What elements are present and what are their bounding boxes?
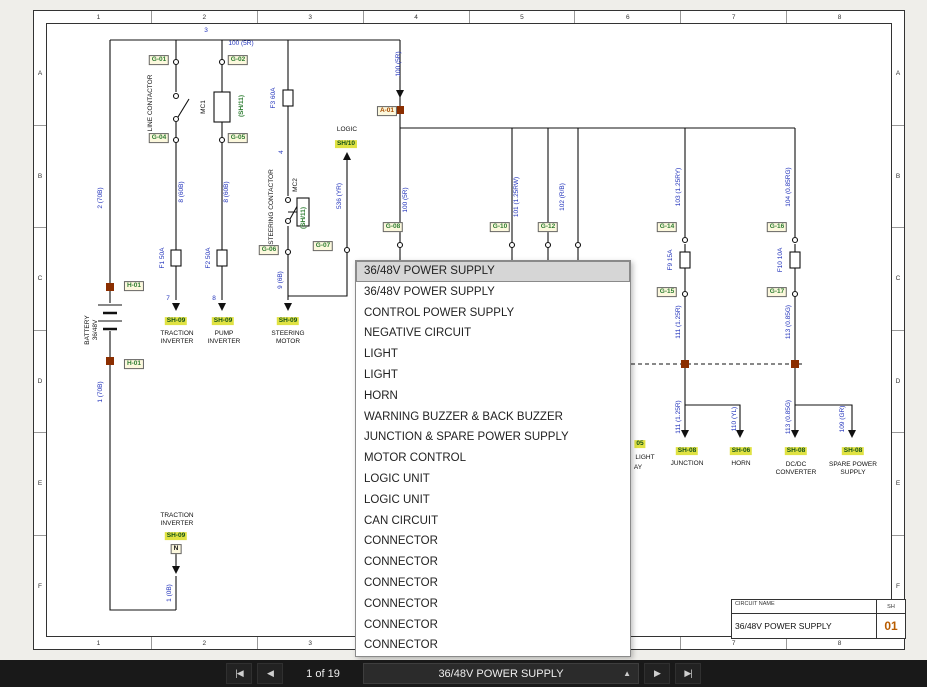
previous-page-button[interactable]: ◀: [257, 663, 283, 684]
grid-ref: 8: [787, 11, 892, 23]
dropdown-item[interactable]: HORN: [356, 386, 630, 407]
grid-ref: 1: [46, 11, 152, 23]
grid-ref: 5: [470, 11, 576, 23]
collapse-arrow-icon[interactable]: ▲: [623, 669, 631, 678]
page-indicator: 1 of 19: [288, 668, 358, 680]
last-page-button[interactable]: ▶|: [675, 663, 701, 684]
grid-ref: 2: [152, 11, 258, 23]
grid-ref: D: [892, 331, 904, 434]
grid-ref: 7: [681, 11, 787, 23]
sheet-label: SH: [876, 600, 905, 613]
grid-ref: E: [34, 433, 46, 536]
grid-ruler-left: ABCDEF: [34, 23, 46, 637]
dropdown-item[interactable]: CONNECTOR: [356, 635, 630, 656]
next-page-button[interactable]: ▶: [644, 663, 670, 684]
grid-ref: B: [892, 126, 904, 229]
grid-ref: B: [34, 126, 46, 229]
dropdown-item[interactable]: CONTROL POWER SUPPLY: [356, 303, 630, 324]
dropdown-item[interactable]: LOGIC UNIT: [356, 469, 630, 490]
grid-ref: 6: [575, 11, 681, 23]
dropdown-item[interactable]: NEGATIVE CIRCUIT: [356, 323, 630, 344]
first-page-button[interactable]: |◀: [226, 663, 252, 684]
grid-ref: A: [34, 23, 46, 126]
dropdown-item[interactable]: CONNECTOR: [356, 552, 630, 573]
dropdown-item[interactable]: 36/48V POWER SUPPLY: [356, 261, 630, 282]
sheet-number: 01: [876, 614, 905, 638]
grid-ref: 3: [258, 11, 364, 23]
grid-ref: 3: [258, 637, 364, 649]
dropdown-item[interactable]: CONNECTOR: [356, 615, 630, 636]
dropdown-item[interactable]: CONNECTOR: [356, 573, 630, 594]
navigation-toolbar: |◀ ◀ 1 of 19 36/48V POWER SUPPLY ▲ ▶ ▶|: [0, 660, 927, 687]
dropdown-item[interactable]: WARNING BUZZER & BACK BUZZER: [356, 407, 630, 428]
dropdown-item[interactable]: LIGHT: [356, 344, 630, 365]
dropdown-item[interactable]: CONNECTOR: [356, 594, 630, 615]
dropdown-item[interactable]: LIGHT: [356, 365, 630, 386]
grid-ruler-right: ABCDEF: [892, 23, 904, 637]
dropdown-item[interactable]: CAN CIRCUIT: [356, 511, 630, 532]
grid-ref: 2: [152, 637, 258, 649]
sheet-selector-value: 36/48V POWER SUPPLY: [438, 668, 563, 680]
dropdown-item[interactable]: CONNECTOR: [356, 531, 630, 552]
grid-ref: F: [34, 536, 46, 638]
grid-ref: 1: [46, 637, 152, 649]
dropdown-item[interactable]: JUNCTION & SPARE POWER SUPPLY: [356, 427, 630, 448]
sheet-selector-dropdown[interactable]: 36/48V POWER SUPPLY ▲: [363, 663, 639, 684]
grid-ruler-top: 12345678: [46, 11, 892, 23]
title-block: CIRCUIT NAME SH 36/48V POWER SUPPLY 01: [731, 599, 906, 639]
grid-ref: 4: [364, 11, 470, 23]
grid-ref: D: [34, 331, 46, 434]
dropdown-item[interactable]: MOTOR CONTROL: [356, 448, 630, 469]
circuit-name-value: 36/48V POWER SUPPLY: [732, 614, 876, 638]
grid-ref: C: [892, 228, 904, 331]
dropdown-item[interactable]: LOGIC UNIT: [356, 490, 630, 511]
grid-ref: A: [892, 23, 904, 126]
dropdown-item[interactable]: 36/48V POWER SUPPLY: [356, 282, 630, 303]
grid-ref: E: [892, 433, 904, 536]
grid-ref: C: [34, 228, 46, 331]
circuit-name-label: CIRCUIT NAME: [732, 600, 876, 613]
circuit-dropdown-list: 36/48V POWER SUPPLY36/48V POWER SUPPLYCO…: [355, 260, 631, 657]
